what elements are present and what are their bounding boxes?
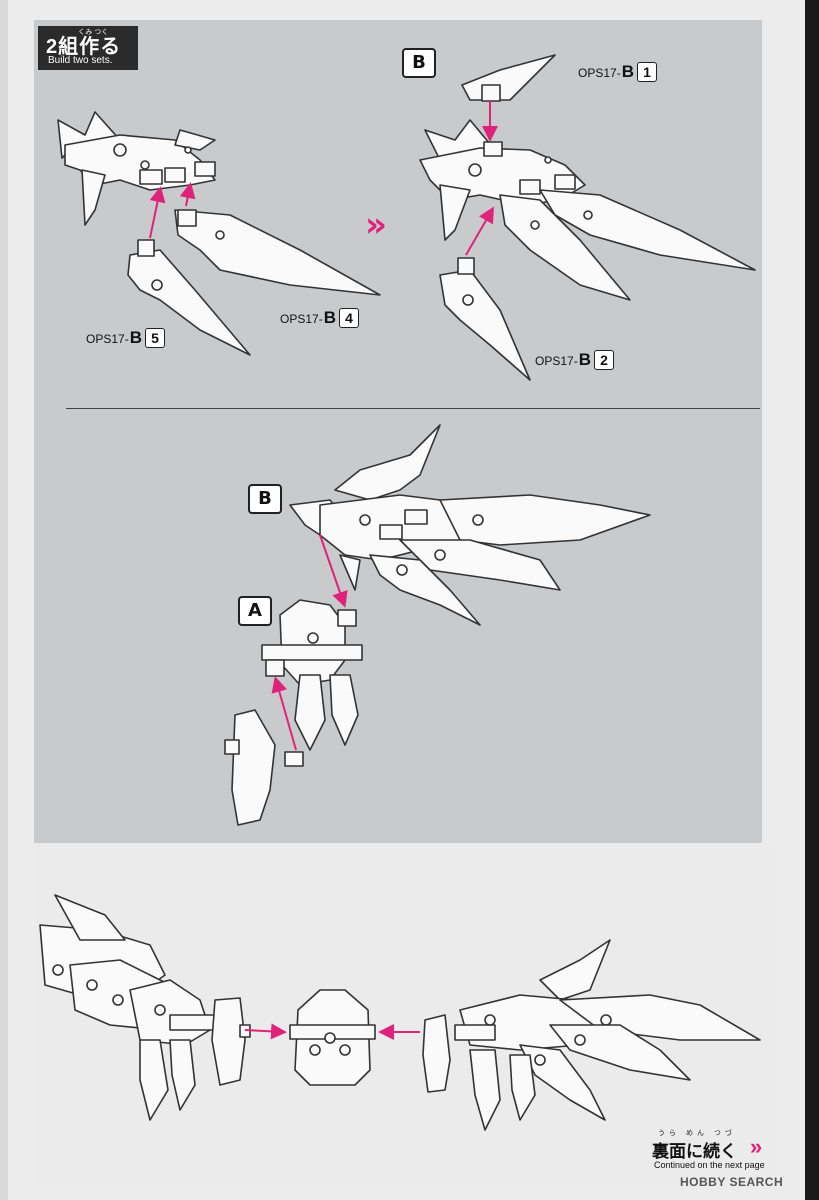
step-header: くみ つく 2組作る Build two sets. [38,26,138,70]
part-b5 [127,239,251,356]
part-b2 [439,257,531,381]
section-divider [66,408,760,409]
final-assembly-left-wing [39,894,216,1121]
step-ruby: くみ つく [78,29,109,36]
continue-ruby: うら めん つづ [658,1130,736,1137]
continue-japanese: 裏面に続く [652,1142,737,1161]
final-assembly-right-hand [422,1014,451,1093]
final-assembly-right-wing [454,939,761,1131]
step-title-japanese: 2組作る [46,36,122,58]
wing-assembly-b [289,424,651,626]
continue-arrows: » [750,1134,763,1159]
label-a-middle: A [238,596,272,626]
label-b-top: B [402,48,436,78]
scan-edge-right [805,0,819,1200]
continue-english: Continued on the next page [654,1160,765,1170]
frame-part-right [419,119,756,301]
assembly-arrows [149,100,498,1040]
part-b4 [174,209,381,296]
step-title-english: Build two sets. [48,55,113,66]
continue-next-page: うら めん つづ 裏面に続く » Continued on the next p… [650,1128,780,1178]
final-assembly-left-hand [211,997,251,1086]
hand-part [224,709,304,826]
next-step-arrow: » [365,205,387,245]
shoulder-block-a [261,599,363,751]
watermark: HOBBY SEARCH [680,1175,784,1189]
part-b1 [461,54,556,102]
label-b-middle: B [248,484,282,514]
final-assembly-head-block [289,989,376,1086]
frame-part-left [57,111,216,226]
scan-edge-left [0,0,8,1200]
